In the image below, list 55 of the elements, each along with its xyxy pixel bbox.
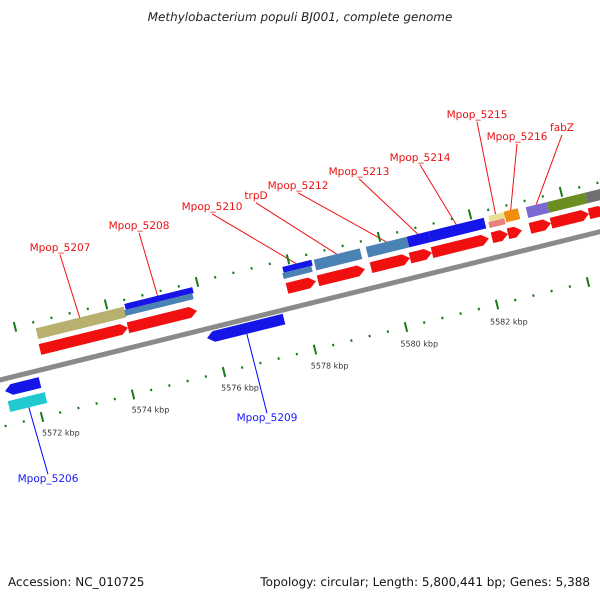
accession-text: Accession: NC_010725 (8, 575, 144, 589)
gene-label: Mpop_5207 (30, 243, 90, 255)
gene-label: Mpop_5214 (390, 153, 450, 165)
gene-bar (428, 218, 486, 242)
gene-label: Mpop_5208 (108, 221, 170, 233)
gene-feature (207, 314, 286, 342)
gene-feature (316, 266, 365, 286)
gene-label: Mpop_5215 (446, 110, 508, 122)
genome-info-text: Topology: circular; Length: 5,800,441 bp; Genes: 5,388 (260, 575, 590, 589)
gene-bar (526, 202, 550, 218)
gene-label: trpD (244, 191, 268, 203)
gene-label: Mpop_5213 (328, 167, 390, 179)
scale-label: 5582 kbp (490, 317, 528, 326)
gene-feature (408, 248, 432, 264)
gene-label: Mpop_5216 (486, 132, 548, 144)
leader-line (510, 143, 518, 210)
gene-label: fabZ (550, 123, 574, 135)
gene-bar (584, 188, 600, 204)
diagram-title: Methylobacterium populi BJ001, complete genome (146, 10, 454, 24)
gene-label: Mpop_5206 (18, 474, 78, 486)
gene-feature (126, 307, 197, 334)
leader-line (246, 333, 268, 414)
gene-bar (366, 236, 410, 258)
gene-feature (370, 254, 410, 274)
gene-feature (430, 234, 489, 258)
gene-bar (124, 287, 194, 316)
scale-label: 5578 kbp (310, 362, 348, 371)
scale-label: 5572 kbp (42, 428, 80, 438)
scale-label: 5580 kbp (400, 339, 438, 348)
gene-feature (528, 220, 551, 234)
gene-bar (8, 392, 48, 412)
leader-line (536, 134, 562, 206)
leader-line (28, 406, 48, 475)
gene-bar (314, 248, 362, 270)
gene-bar (36, 306, 126, 340)
leader-line (420, 164, 457, 225)
gene-feature (588, 206, 600, 220)
gene-bar (488, 212, 506, 228)
gene-label: Mpop_5210 (182, 202, 242, 214)
scale-label: 5576 kbp (221, 384, 259, 393)
leader-line (476, 121, 496, 215)
leader-line (256, 202, 338, 255)
gene-bar (282, 260, 313, 279)
gene-feature (506, 226, 522, 240)
gene-feature (38, 324, 128, 355)
gene-label: Mpop_5209 (236, 413, 298, 425)
gene-feature (5, 377, 42, 395)
gene-bar (504, 208, 520, 222)
gene-feature (490, 230, 508, 244)
gene-feature (286, 278, 316, 294)
leader-line (138, 232, 158, 296)
gene-bar (406, 231, 432, 248)
gene-label: Mpop_5212 (268, 181, 328, 193)
gene-bar (546, 192, 588, 213)
scale-label: 5574 kbp (132, 406, 170, 415)
